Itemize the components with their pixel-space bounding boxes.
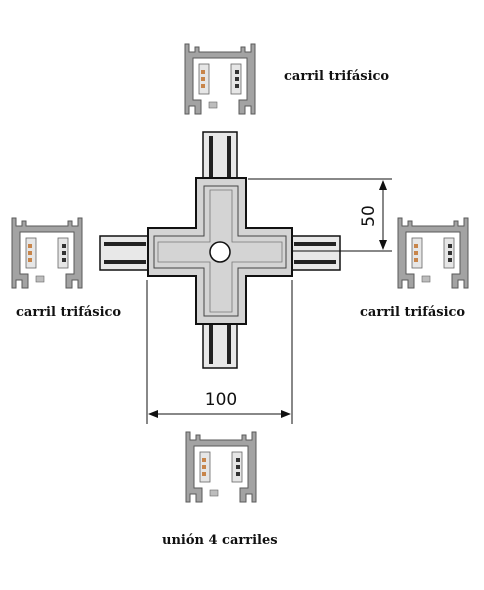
- label-rail-right: carril trifásico: [360, 305, 466, 320]
- rail-profile-left: [11, 217, 83, 289]
- center-hole: [209, 241, 231, 263]
- label-rail-top: carril trifásico: [284, 69, 390, 84]
- dimension-height-label: 50: [359, 205, 379, 227]
- dimension-width-label: 100: [205, 390, 237, 410]
- label-rail-left: carril trifásico: [16, 305, 122, 320]
- label-connector: unión 4 carriles: [162, 533, 278, 548]
- dimension-width: [146, 280, 293, 424]
- rail-profile-top: [184, 43, 256, 115]
- rail-profile-bottom: [185, 431, 257, 503]
- x-connector: [99, 131, 341, 369]
- rail-profile-right: [397, 217, 469, 289]
- dimension-height: [248, 178, 392, 252]
